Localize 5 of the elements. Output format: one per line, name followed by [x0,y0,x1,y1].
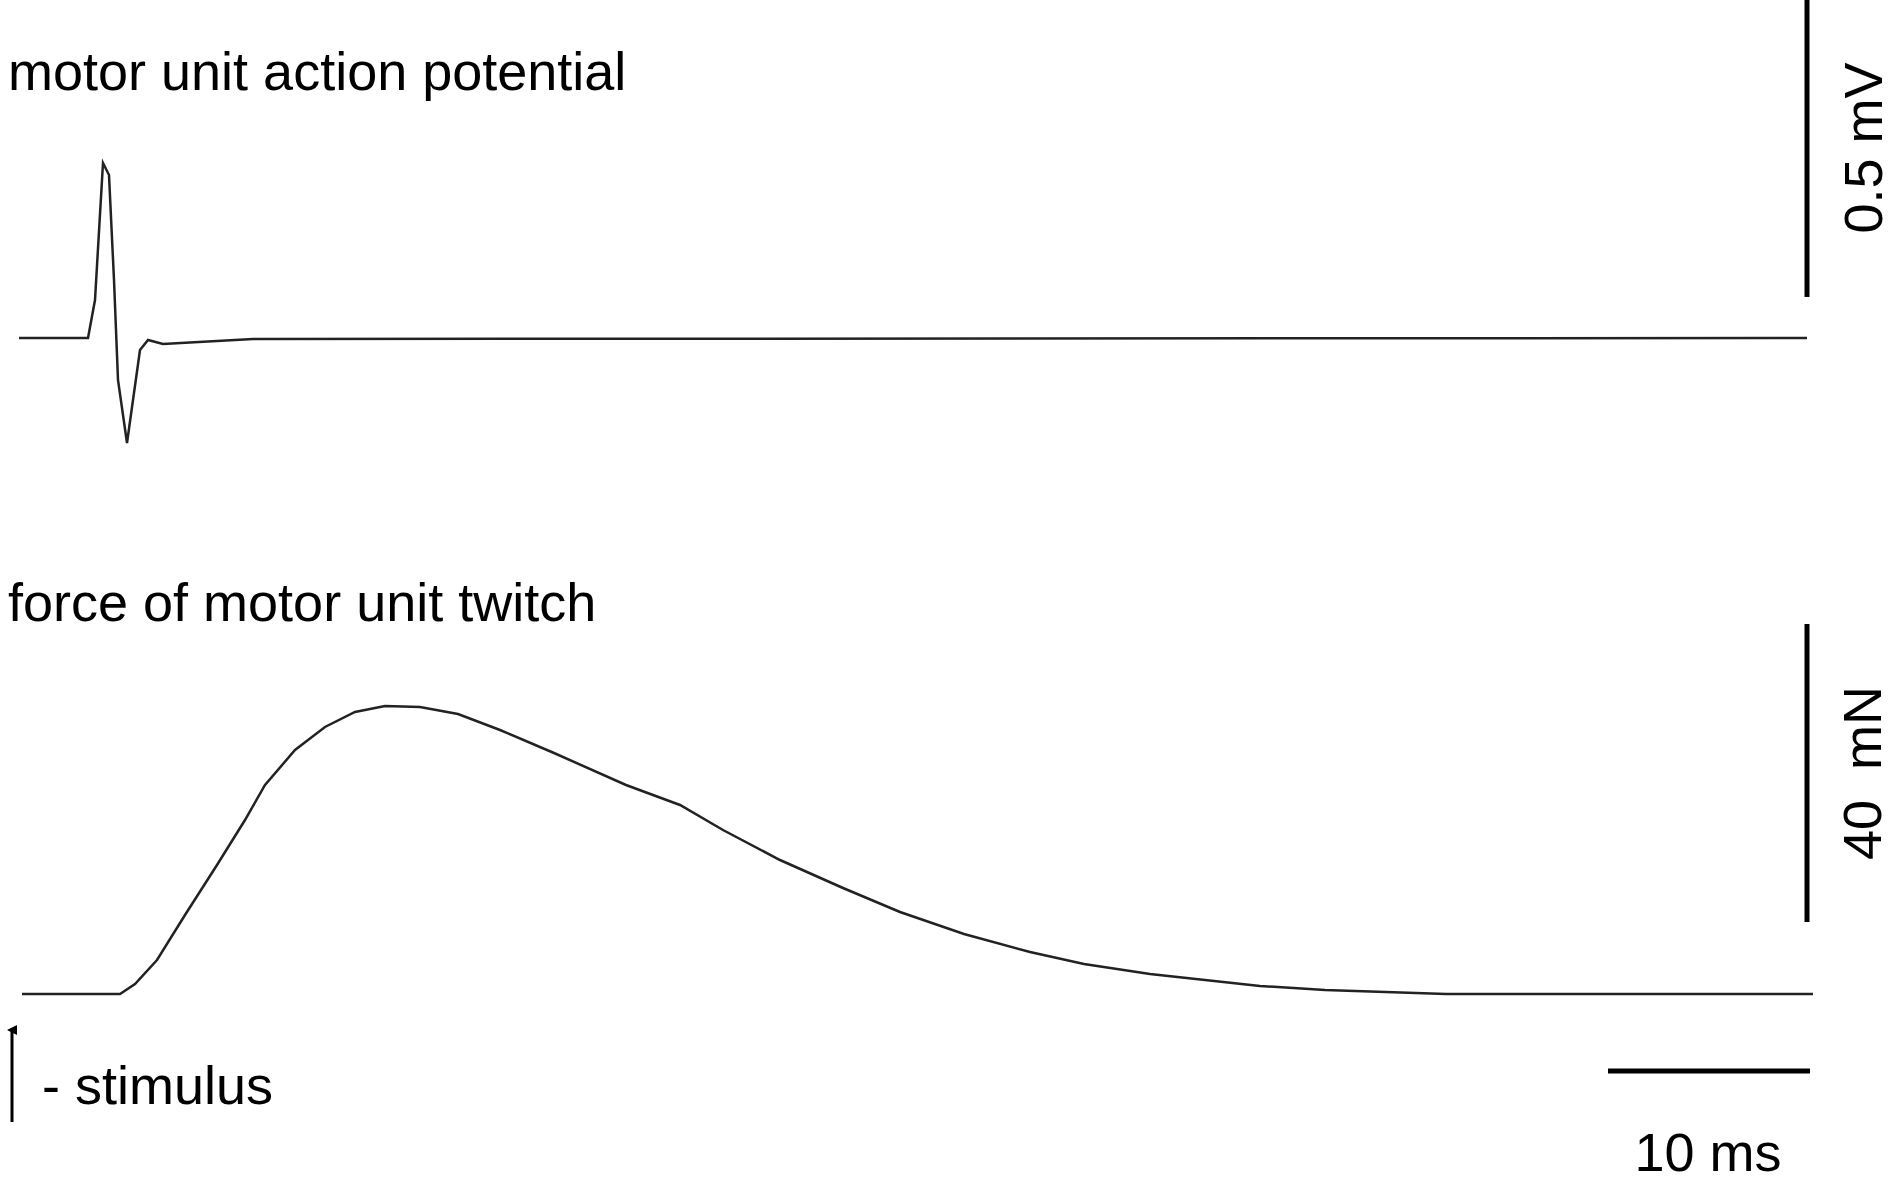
scale-label: 40 mN [1835,685,1889,861]
scale-label: 10 ms [1634,1125,1782,1179]
scale-label: 0.5 mV [1835,62,1889,234]
trace-title: force of motor unit twitch [8,575,597,629]
stimulus-label: - stimulus [42,1058,274,1112]
